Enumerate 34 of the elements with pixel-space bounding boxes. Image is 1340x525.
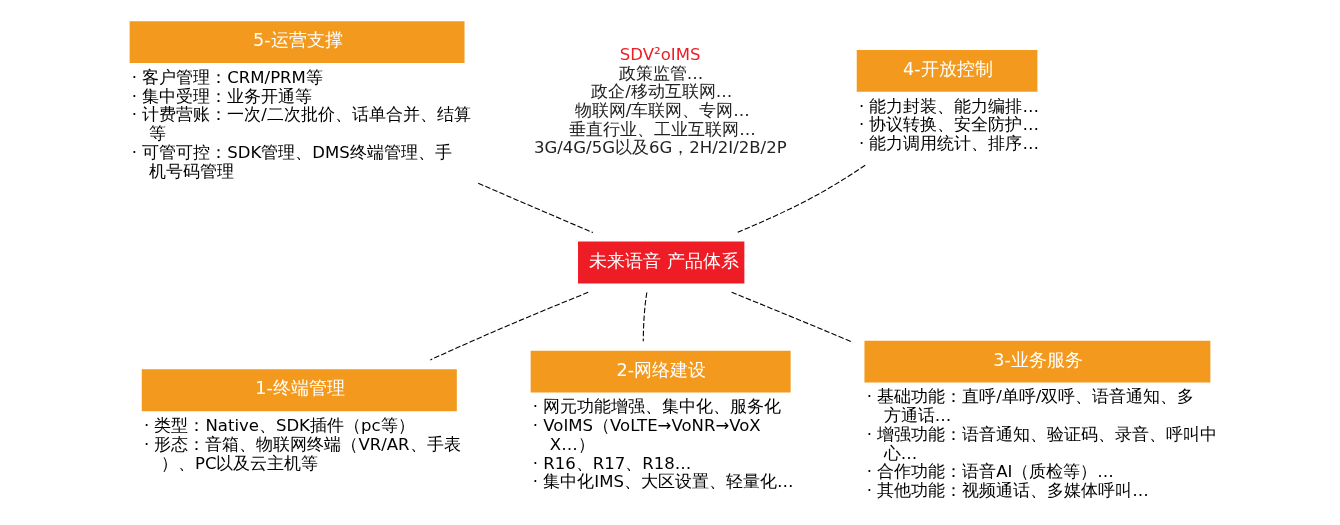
node-label: · 其他功能：视频通话、多媒体呼叫… [866, 481, 1149, 501]
label: 政策监管… [618, 63, 704, 83]
node-box: 1-终端管理 [141, 369, 457, 412]
node-label: · 计费营账：一次/二次批价、话单合并、结算等 [131, 105, 471, 144]
node-label: · 基础功能：直呼/单呼/双呼、语音通知、多方通话… [866, 387, 1195, 426]
connector [736, 164, 866, 234]
label: SDV²oIMS [619, 44, 701, 64]
label: 垂直行业、工业互联网… [569, 119, 756, 139]
node-label: · 能力调用统计、排序… [858, 134, 1039, 154]
label: 政企/移动互联网… [591, 82, 733, 102]
node-label: · 客户管理：CRM/PRM等 [131, 67, 323, 87]
node-label: · 网元功能增强、集中化、服务化 [532, 397, 782, 417]
node-label: · VoIMS（VoLTE→VoNR→VoXX…） [532, 416, 761, 454]
connector [731, 291, 852, 343]
node-label: · 增强功能：语音通知、验证码、录音、呼叫中心… [866, 424, 1218, 463]
node-box: 3-业务服务 [864, 340, 1211, 383]
node-label: · 集中受理：业务开通等 [131, 86, 313, 106]
node-label: · R16、R17、R18… [532, 453, 692, 473]
label: 3G/4G/5G以及6G，2H/2I/2B/2P [533, 138, 787, 158]
node-box: 未来语音 产品体系 [578, 241, 745, 284]
node-box: 4-开放控制 [856, 49, 1038, 92]
node-label: · 可管可控：SDK管理、DMS终端管理、手机号码管理 [131, 142, 452, 181]
node-box: 5-运营支撑 [129, 21, 465, 64]
node-box: 2-网络建设 [530, 350, 791, 393]
connector [642, 291, 648, 342]
connector [429, 291, 589, 361]
connector [477, 182, 594, 234]
node-label: · 集中化IMS、大区设置、轻量化… [532, 472, 794, 492]
node-label: · 形态：音箱、物联网终端（VR/AR、手表）、PC以及云主机等 [143, 434, 461, 473]
node-label: · 类型：Native、SDK插件（pc等） [143, 416, 415, 436]
node-label: · 能力封装、能力编排… [858, 96, 1039, 116]
node-label: · 合作功能：语音AI（质检等）… [866, 462, 1114, 482]
label: 物联网/车联网、专网… [574, 100, 750, 120]
node-label: · 协议转换、安全防护… [858, 115, 1039, 135]
